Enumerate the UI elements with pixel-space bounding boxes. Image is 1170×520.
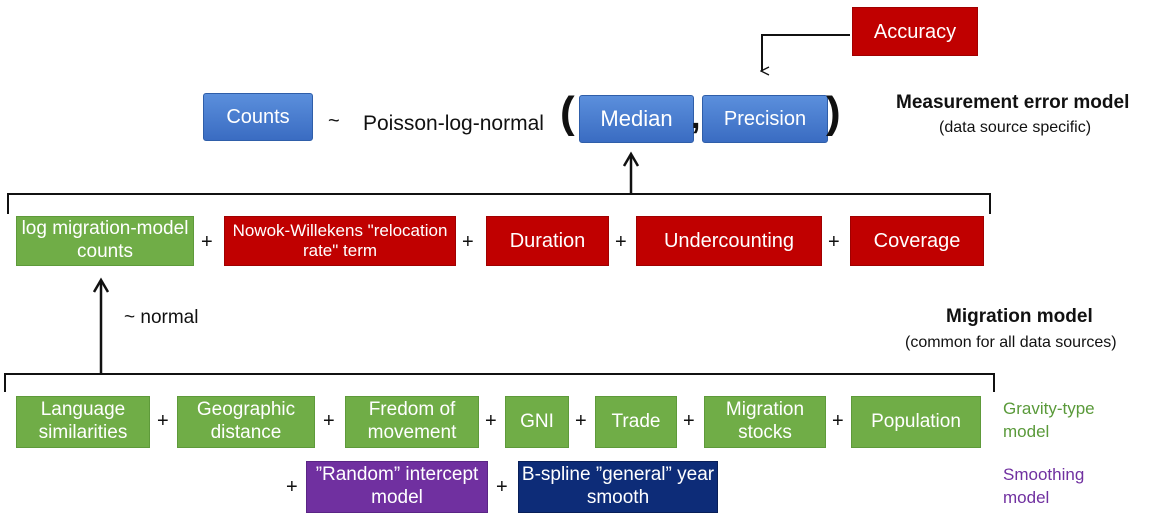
gravity-plus-5: + [683,410,695,432]
open-paren: ( [560,88,575,137]
random-intercept-label: ”Random” intercept model [315,464,479,508]
measurement-title: Measurement error model [896,92,1130,113]
counts-label: Counts [226,106,290,128]
median-box: Median [579,95,694,143]
log-counts-box: log migration-model counts [16,216,194,266]
smoothing-label: Smoothing model [1003,465,1085,507]
plus-2: + [462,231,474,253]
gravity-stocks: Migration stocks [704,396,826,448]
gravity-plus-3: + [485,410,497,432]
normal-label: ~ normal [124,307,199,328]
precision-label: Precision [723,108,807,130]
bspline-box: B-spline ”general” year smooth [518,461,718,513]
coverage-box: Coverage [850,216,984,266]
gravity-freedom: Fredom of movement [345,396,479,448]
plus-4: + [828,231,840,253]
gravity-label: Gravity-type model [1003,399,1095,441]
gravity-gni: GNI [505,396,569,448]
counts-box: Counts [203,93,313,141]
random-intercept-box: ”Random” intercept model [306,461,488,513]
measurement-subtitle: (data source specific) [939,119,1092,136]
accuracy-arrow [762,34,850,71]
lower-brace [4,373,995,392]
distribution-label: Poisson-log-normal [363,112,544,135]
plus-3: + [615,231,627,253]
smoothing-plus-2: + [496,476,508,498]
gravity-plus-1: + [157,410,169,432]
smoothing-plus-1: + [286,476,298,498]
coverage-label: Coverage [873,230,961,252]
duration-label: Duration [509,230,586,252]
accuracy-box: Accuracy [852,7,978,56]
undercounting-box: Undercounting [636,216,822,266]
nowok-label: Nowok-Willekens "relocation rate" term [232,220,448,260]
nowok-box: Nowok-Willekens "relocation rate" term [224,216,456,266]
upper-brace [7,193,991,214]
gravity-distance: Geographic distance [177,396,315,448]
gravity-plus-6: + [832,410,844,432]
precision-box: Precision [702,95,828,143]
migration-model-subtitle: (common for all data sources) [905,334,1117,351]
close-paren: ) [826,88,841,137]
median-label: Median [600,105,673,131]
comma: , [691,98,701,136]
gravity-population: Population [851,396,981,448]
undercounting-label: Undercounting [663,230,795,252]
gravity-plus-4: + [575,410,587,432]
accuracy-label: Accuracy [873,20,957,43]
gravity-trade: Trade [595,396,677,448]
tilde: ~ [328,110,340,132]
plus-1: + [201,231,213,253]
gravity-language: Language similarities [16,396,150,448]
bspline-label: B-spline ”general” year smooth [521,464,715,508]
migration-model-title: Migration model [946,306,1093,327]
log-counts-label: log migration-model counts [21,218,189,262]
gravity-plus-2: + [323,410,335,432]
duration-box: Duration [486,216,609,266]
